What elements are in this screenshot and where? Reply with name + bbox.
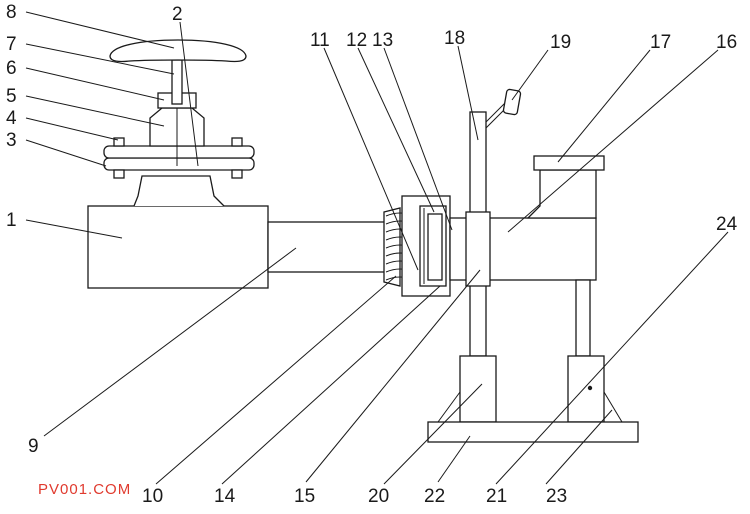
- bolt-head-right-top: [231, 137, 243, 147]
- label-5: 5: [6, 86, 17, 107]
- valve-stem: [171, 59, 183, 105]
- label-2: 2: [172, 4, 183, 25]
- right-column: [575, 279, 591, 357]
- pivot-pin: [587, 385, 593, 391]
- adjust-knob: [502, 88, 522, 116]
- label-18: 18: [444, 28, 465, 49]
- label-6: 6: [6, 58, 17, 79]
- label-9: 9: [28, 436, 39, 457]
- leader-lines: [25, 11, 729, 485]
- label-12: 12: [346, 30, 367, 51]
- watermark-text: PV001.COM: [38, 481, 131, 498]
- valve-body: [87, 205, 269, 289]
- label-22: 22: [424, 486, 445, 507]
- bolt-head-left-top: [113, 137, 125, 147]
- rod-collar: [465, 211, 491, 287]
- label-17: 17: [650, 32, 671, 53]
- label-7: 7: [6, 34, 17, 55]
- label-24: 24: [716, 214, 738, 235]
- lower-flange: [103, 157, 255, 171]
- valve-neck: [133, 175, 225, 207]
- label-23: 23: [546, 486, 567, 507]
- right-gusset: [603, 391, 623, 423]
- right-support-post: [567, 355, 605, 423]
- label-13: 13: [372, 30, 393, 51]
- label-19: 19: [550, 32, 571, 53]
- threaded-sleeve: [383, 207, 401, 287]
- label-21: 21: [486, 486, 507, 507]
- label-14: 14: [214, 486, 236, 507]
- label-16: 16: [716, 32, 737, 53]
- connecting-pipe: [267, 221, 389, 273]
- label-20: 20: [368, 486, 389, 507]
- label-11: 11: [310, 30, 330, 51]
- riser-pipe: [526, 169, 597, 219]
- bolt-nut-right-bottom: [231, 169, 243, 179]
- base-plate: [427, 421, 639, 443]
- seal-ring: [427, 213, 443, 281]
- upper-flange: [103, 145, 255, 159]
- left-gusset: [437, 391, 461, 423]
- label-10: 10: [142, 486, 163, 507]
- handwheel: [109, 39, 247, 63]
- label-15: 15: [294, 486, 315, 507]
- label-8: 8: [6, 2, 17, 23]
- angled-arm-edge: [485, 101, 507, 123]
- label-3: 3: [6, 130, 17, 151]
- left-support-post: [459, 355, 497, 423]
- label-4: 4: [6, 108, 17, 129]
- bolt-nut-left-bottom: [113, 169, 125, 179]
- top-flange-cap: [533, 155, 605, 171]
- label-1: 1: [6, 210, 17, 231]
